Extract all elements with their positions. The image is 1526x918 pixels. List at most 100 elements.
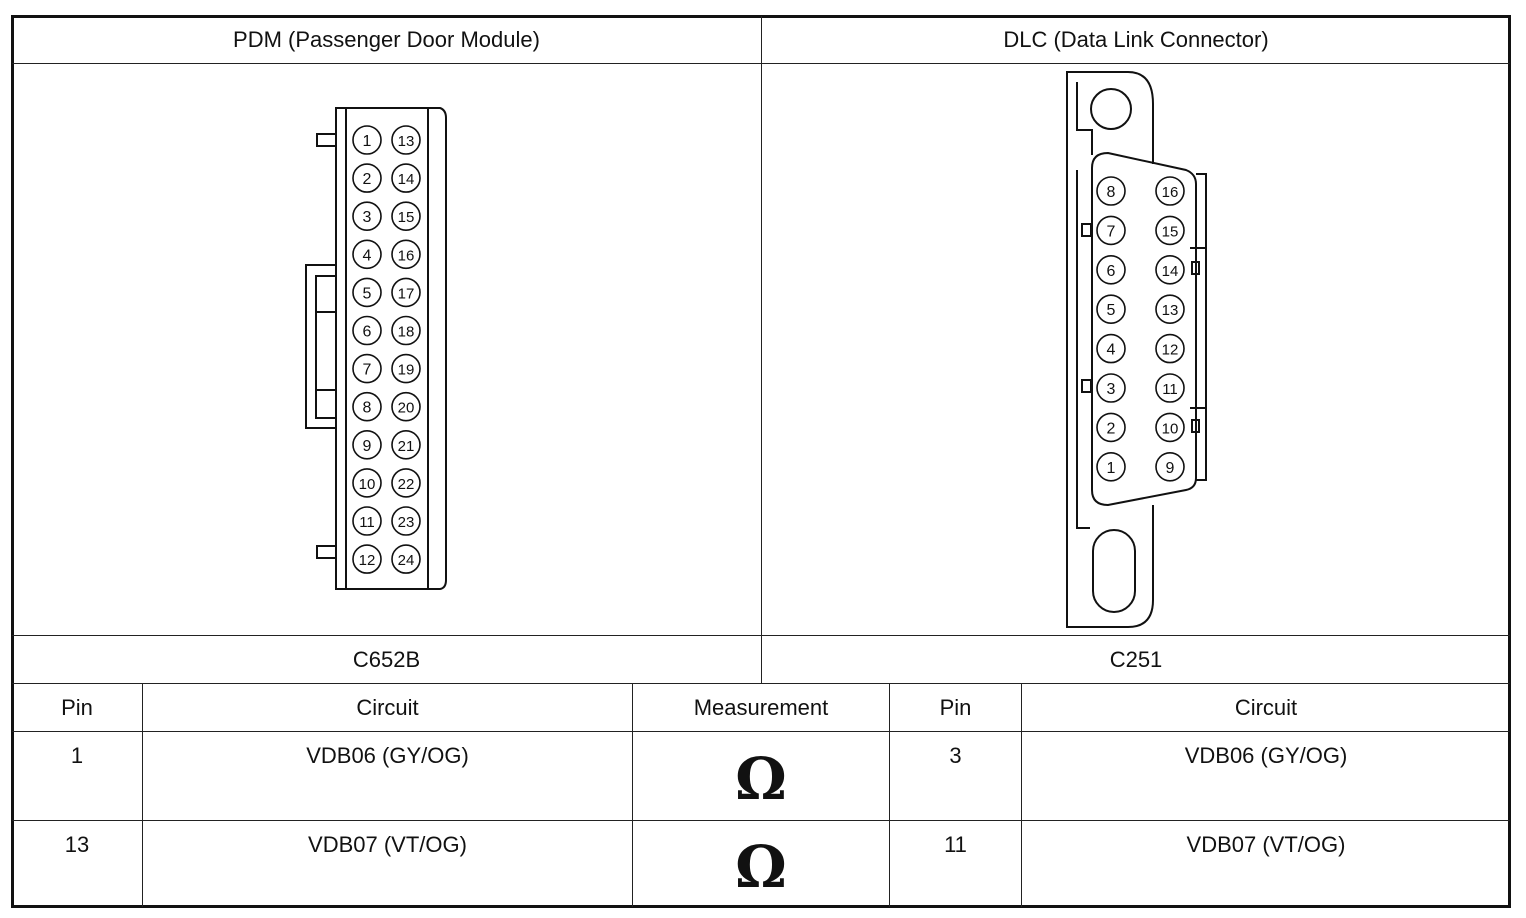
dlc-pin-5-label: 5: [1107, 302, 1116, 319]
pdm-pin-14-label: 14: [398, 171, 415, 188]
dlc-pin-11-circle: [1155, 373, 1185, 403]
dlc-pin-2-label: 2: [1107, 420, 1116, 437]
dlc-connector-id: C251: [1109, 646, 1163, 672]
dlc-pin-12-label: 12: [1162, 342, 1179, 359]
pdm-pin-12-circle: [352, 544, 382, 574]
divider-col-2: [632, 683, 633, 907]
dlc-pin-8-circle: [1096, 176, 1126, 206]
pdm-pin-1-circle: [352, 125, 382, 155]
pdm-pin-17-label: 17: [398, 285, 415, 302]
pdm-pin-24-label: 24: [398, 552, 415, 569]
pdm-pin-8-circle: [352, 391, 382, 422]
pdm-pin-21-label: 21: [398, 438, 415, 455]
dlc-title: DLC (Data Link Connector): [1003, 26, 1269, 52]
dlc-pin-7-label: 7: [1107, 223, 1116, 240]
pdm-pin-21-circle: [391, 429, 421, 460]
dlc-pin-10-label: 10: [1162, 420, 1179, 437]
header-measurement: Measurement: [693, 694, 829, 720]
pdm-pin-12-label: 12: [359, 552, 376, 569]
table-row-1-pin-b: 3: [949, 743, 962, 768]
header-pin-a: Pin: [61, 694, 93, 720]
pdm-pin-9-circle: [352, 429, 382, 460]
header-circuit-b: Circuit: [1234, 694, 1298, 720]
pdm-pin-6-circle: [352, 315, 382, 346]
table-row-2-circuit-b: VDB07 (VT/OG): [1186, 832, 1346, 857]
dlc-pin-14-label: 14: [1162, 263, 1179, 280]
pdm-pin-4-circle: [352, 239, 382, 270]
pdm-pin-18-label: 18: [398, 324, 415, 341]
pdm-pin-7-label: 7: [363, 362, 372, 379]
dlc-pin-16-circle: [1155, 176, 1185, 206]
dlc-pin-15-circle: [1155, 215, 1185, 246]
divider-col-3: [889, 683, 890, 907]
pdm-pin-5-circle: [352, 277, 382, 308]
pdm-pin-11-circle: [352, 506, 382, 536]
table-row-1-pin-a: 1: [70, 743, 84, 768]
dlc-pin-10-circle: [1155, 412, 1185, 443]
dlc-pin-16-label: 16: [1162, 184, 1179, 201]
table-row-1-ohm-icon: Ω: [735, 745, 787, 813]
pdm-pin-2-circle: [352, 163, 382, 193]
dlc-pin-5-circle: [1096, 294, 1126, 325]
table-row-2-pin-a: 13: [64, 832, 90, 857]
pdm-pin-19-circle: [391, 353, 421, 384]
pdm-pin-4-label: 4: [363, 247, 372, 264]
pdm-pin-17-circle: [391, 277, 421, 308]
pdm-title: PDM (Passenger Door Module): [233, 26, 540, 52]
pdm-pin-11-label: 11: [359, 514, 375, 531]
pdm-pin-7-circle: [352, 353, 382, 384]
dlc-pin-1-circle: [1096, 451, 1126, 482]
table-row-2-ohm-icon: Ω: [735, 832, 787, 901]
pdm-pin-5-label: 5: [363, 285, 372, 302]
pdm-pin-10-label: 10: [359, 476, 376, 493]
pdm-pin-18-circle: [391, 315, 421, 346]
dlc-pin-2-circle: [1096, 412, 1126, 443]
dlc-pin-9-circle: [1155, 451, 1185, 482]
dlc-pin-1-label: 1: [1107, 460, 1116, 477]
table-row-1-circuit-a: VDB06 (GY/OG): [306, 743, 469, 768]
pdm-pin-9-label: 9: [363, 438, 372, 455]
pdm-pin-22-circle: [391, 468, 421, 498]
pdm-pin-10-circle: [352, 468, 382, 498]
pdm-pin-20-circle: [391, 391, 421, 422]
dlc-pin-3-circle: [1096, 373, 1126, 403]
pdm-pin-14-circle: [391, 163, 421, 193]
pdm-pin-23-circle: [391, 506, 421, 536]
dlc-pin-12-circle: [1155, 333, 1185, 364]
divider-col-4: [1021, 683, 1022, 907]
dlc-pin-13-circle: [1155, 294, 1185, 325]
pdm-pin-15-label: 15: [398, 209, 415, 226]
pdm-pin-3-circle: [352, 201, 382, 231]
table-row-2-circuit-a: VDB07 (VT/OG): [308, 832, 467, 857]
pdm-pin-13-circle: [391, 125, 421, 155]
pdm-pin-19-label: 19: [398, 362, 415, 379]
divider-center: [761, 16, 762, 683]
pdm-connector-id: C652B: [352, 646, 421, 672]
table-row-2-pin-b: 11: [944, 832, 967, 857]
divider-connector-id: [12, 683, 1510, 684]
dlc-pin-6-circle: [1096, 254, 1126, 285]
dlc-pin-7-circle: [1096, 215, 1126, 246]
pdm-pin-20-label: 20: [398, 400, 415, 417]
divider-table-header: [12, 731, 1510, 732]
dlc-pin-6-label: 6: [1107, 263, 1116, 280]
dlc-pin-11-label: 11: [1162, 381, 1178, 398]
pdm-pin-1-label: 1: [363, 133, 372, 150]
dlc-pin-3-label: 3: [1107, 381, 1116, 398]
dlc-pin-4-circle: [1096, 333, 1126, 364]
dlc-pin-15-label: 15: [1162, 223, 1179, 240]
pdm-pin-16-circle: [391, 239, 421, 270]
dlc-pin-14-circle: [1155, 254, 1185, 285]
pdm-pin-24-circle: [391, 544, 421, 574]
pdm-pin-8-label: 8: [363, 400, 372, 417]
dlc-pin-8-label: 8: [1107, 184, 1116, 201]
divider-row: [12, 820, 1510, 821]
pdm-pin-13-label: 13: [398, 133, 415, 150]
dlc-pin-13-label: 13: [1162, 302, 1179, 319]
pdm-pin-15-circle: [391, 201, 421, 231]
pdm-pin-6-label: 6: [363, 324, 372, 341]
pdm-pin-22-label: 22: [398, 476, 415, 493]
dlc-pin-9-label: 9: [1166, 460, 1175, 477]
